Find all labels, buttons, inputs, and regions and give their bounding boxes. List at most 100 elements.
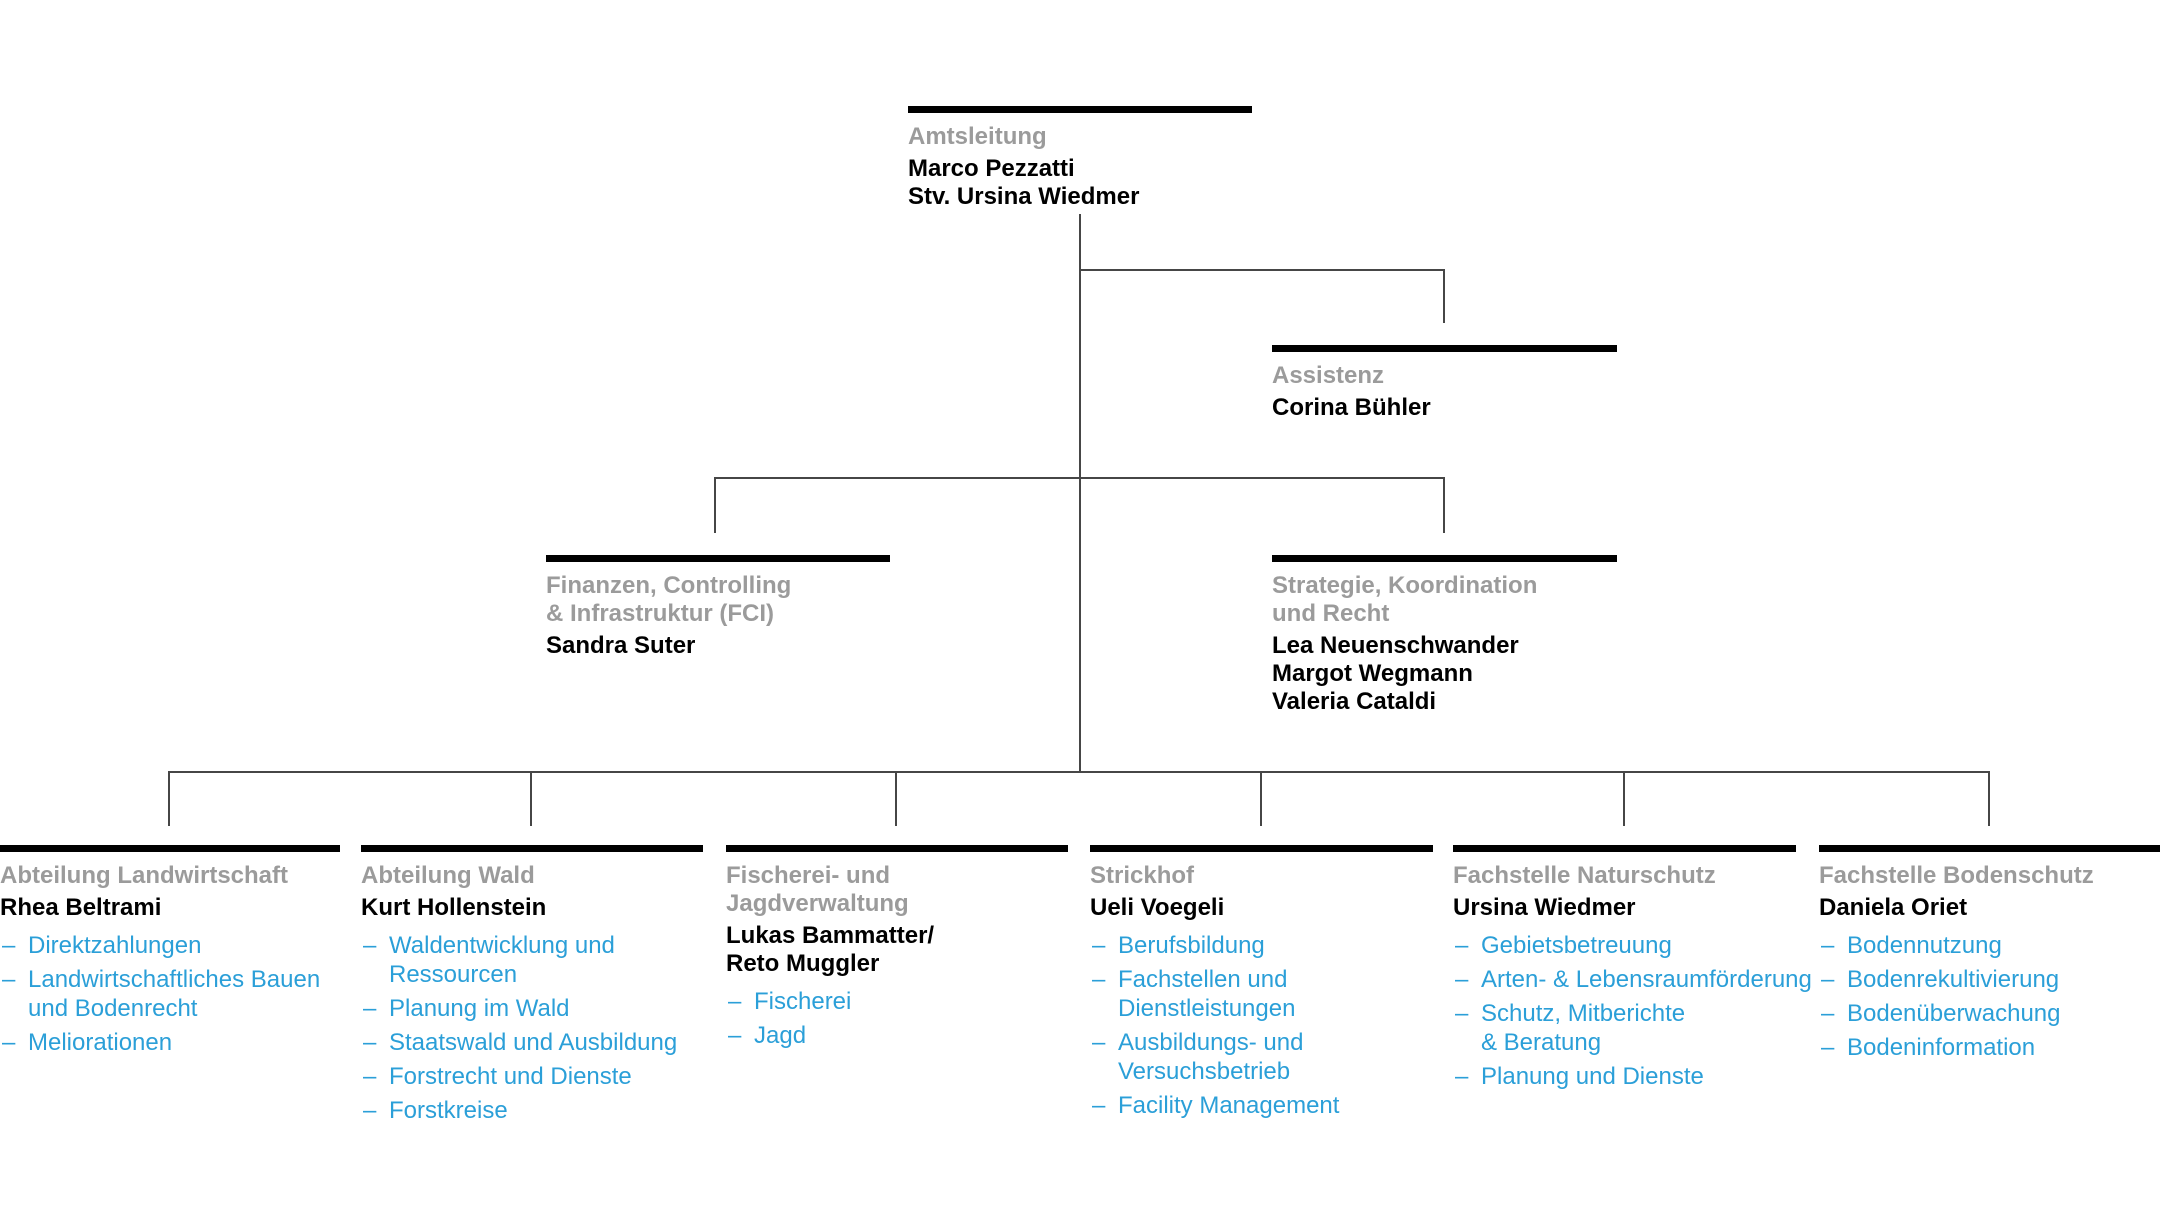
unit-task-item-label: Direktzahlungen — [28, 932, 202, 959]
unit-title: Finanzen, Controlling & Infrastruktur (F… — [546, 572, 792, 627]
unit-task-list: –Berufsbildung–Fachstellen und Dienstlei… — [1090, 931, 1433, 1120]
unit-task-item: –Gebietsbetreuung — [1453, 931, 1796, 960]
unit-task-item-label: Bodenüberwachung — [1847, 1000, 2061, 1027]
unit-task-item-label: Planung und Dienste — [1481, 1063, 1704, 1090]
unit-task-item: –Bodennutzung — [1819, 931, 2160, 960]
dash-bullet: – — [728, 1022, 742, 1049]
unit-task-item: –Berufsbildung — [1090, 931, 1433, 960]
unit-task-item-label: Bodennutzung — [1847, 932, 2002, 959]
unit-task-list: –Bodennutzung–Bodenrekultivierung–Bodenü… — [1819, 931, 2160, 1062]
dash-bullet: – — [1821, 966, 1835, 993]
dash-bullet: – — [1455, 1000, 1469, 1027]
unit-task-item-label: Ausbildungs- und Versuchsbetrieb — [1118, 1029, 1304, 1085]
dash-bullet: – — [363, 1097, 377, 1124]
unit-task-item-label: Staatswald und Ausbildung — [389, 1029, 678, 1056]
unit-task-item: –Forstkreise — [361, 1096, 703, 1125]
dash-bullet: – — [363, 995, 377, 1022]
org-node-landwirtschaft: Abteilung Landwirtschaft Rhea Beltrami –… — [0, 845, 340, 1057]
unit-task-item: –Bodeninformation — [1819, 1033, 2160, 1062]
dash-bullet: – — [1821, 1034, 1835, 1061]
unit-task-item-label: Meliorationen — [28, 1029, 173, 1056]
connector-strategie-drop — [1443, 477, 1445, 533]
org-node-fischerei: Fischerei- und Jagdverwaltung Lukas Bamm… — [726, 845, 1068, 1050]
unit-task-item: –Landwirtschaftliches Bauen und Bodenrec… — [0, 965, 340, 1023]
connector-wald-drop — [530, 771, 532, 826]
unit-task-list: –Waldentwicklung und Ressourcen–Planung … — [361, 931, 703, 1125]
unit-head-names: Lea Neuenschwander Margot Wegmann Valeri… — [1272, 632, 1519, 715]
dash-bullet: – — [1455, 966, 1469, 993]
unit-task-item: –Fischerei — [726, 987, 1068, 1016]
unit-task-item: –Forstrecht und Dienste — [361, 1062, 703, 1091]
unit-task-item-label: Berufsbildung — [1118, 932, 1265, 959]
unit-task-item-label: Gebietsbetreuung — [1481, 932, 1672, 959]
dash-bullet: – — [2, 966, 16, 993]
unit-head-names: Rhea Beltrami — [0, 894, 162, 921]
unit-task-item: –Staatswald und Ausbildung — [361, 1028, 703, 1057]
connector-landwirtschaft-drop — [168, 771, 170, 826]
connector-assistenz-branch — [1079, 269, 1445, 271]
dash-bullet: – — [1455, 932, 1469, 959]
unit-head-names: Daniela Oriet — [1819, 894, 1968, 921]
dash-bullet: – — [363, 1029, 377, 1056]
connector-level2-branch — [714, 477, 1445, 479]
unit-task-list: –Gebietsbetreuung–Arten- & Lebensraumför… — [1453, 931, 1812, 1091]
unit-task-item: –Schutz, Mitberichte & Beratung — [1453, 999, 1796, 1057]
dash-bullet: – — [1092, 1092, 1106, 1119]
unit-task-item: –Direktzahlungen — [0, 931, 340, 960]
dash-bullet: – — [363, 1063, 377, 1090]
dash-bullet: – — [1821, 1000, 1835, 1027]
unit-task-item: –Meliorationen — [0, 1028, 340, 1057]
unit-task-item-label: Forstrecht und Dienste — [389, 1063, 632, 1090]
connector-fischerei-drop — [895, 771, 897, 826]
connector-assistenz-drop — [1443, 269, 1445, 323]
connector-root-stem — [1079, 214, 1081, 773]
unit-task-item: –Jagd — [726, 1021, 1068, 1050]
connector-bodenschutz-drop — [1988, 771, 1990, 826]
unit-task-item: –Planung im Wald — [361, 994, 703, 1023]
unit-head-names: Lukas Bammatter/ Reto Muggler — [726, 922, 935, 977]
dash-bullet: – — [728, 988, 742, 1015]
unit-head-names: Ueli Voegeli — [1090, 894, 1225, 921]
unit-task-item-label: Bodenrekultivierung — [1847, 966, 2060, 993]
unit-head-names: Sandra Suter — [546, 632, 696, 659]
unit-task-item-label: Fachstellen und Dienstleistungen — [1118, 966, 1296, 1022]
unit-title: Strickhof — [1090, 862, 1195, 889]
org-node-bodenschutz: Fachstelle Bodenschutz Daniela Oriet –Bo… — [1819, 845, 2160, 1062]
dash-bullet: – — [1455, 1063, 1469, 1090]
unit-task-item-label: Forstkreise — [389, 1097, 508, 1124]
unit-task-item-label: Schutz, Mitberichte & Beratung — [1481, 1000, 1686, 1056]
unit-title: Fachstelle Naturschutz — [1453, 862, 1716, 889]
org-node-fci: Finanzen, Controlling & Infrastruktur (F… — [546, 555, 890, 660]
org-node-amtsleitung: Amtsleitung Marco Pezzatti Stv. Ursina W… — [908, 106, 1252, 211]
dash-bullet: – — [363, 932, 377, 959]
unit-task-item-label: Waldentwicklung und Ressourcen — [389, 932, 615, 988]
unit-task-item: –Planung und Dienste — [1453, 1062, 1796, 1091]
unit-title: Fachstelle Bodenschutz — [1819, 862, 2094, 889]
dash-bullet: – — [1092, 1029, 1106, 1056]
org-node-assistenz: Assistenz Corina Bühler — [1272, 345, 1617, 422]
unit-title: Abteilung Wald — [361, 862, 535, 889]
unit-title: Strategie, Koordination und Recht — [1272, 572, 1538, 627]
unit-task-item-label: Planung im Wald — [389, 995, 570, 1022]
org-node-naturschutz: Fachstelle Naturschutz Ursina Wiedmer –G… — [1453, 845, 1812, 1091]
dash-bullet: – — [2, 1029, 16, 1056]
unit-task-item: –Arten- & Lebensraumförderung — [1453, 965, 1812, 994]
dash-bullet: – — [2, 932, 16, 959]
unit-task-item-label: Fischerei — [754, 988, 852, 1015]
dash-bullet: – — [1821, 932, 1835, 959]
unit-task-item-label: Arten- & Lebensraumförderung — [1481, 966, 1812, 993]
dash-bullet: – — [1092, 966, 1106, 993]
unit-task-item: –Facility Management — [1090, 1091, 1433, 1120]
unit-task-item-label: Jagd — [754, 1022, 807, 1049]
dash-bullet: – — [1092, 932, 1106, 959]
connector-strickhof-drop — [1260, 771, 1262, 826]
unit-task-item-label: Facility Management — [1118, 1092, 1340, 1119]
unit-task-item: –Ausbildungs- und Versuchsbetrieb — [1090, 1028, 1433, 1086]
unit-head-names: Marco Pezzatti Stv. Ursina Wiedmer — [908, 155, 1140, 210]
unit-task-list: –Direktzahlungen–Landwirtschaftliches Ba… — [0, 931, 340, 1057]
unit-title: Amtsleitung — [908, 123, 1047, 150]
unit-task-item: –Fachstellen und Dienstleistungen — [1090, 965, 1433, 1023]
unit-title: Fischerei- und Jagdverwaltung — [726, 862, 909, 917]
unit-task-list: –Fischerei–Jagd — [726, 987, 1068, 1050]
